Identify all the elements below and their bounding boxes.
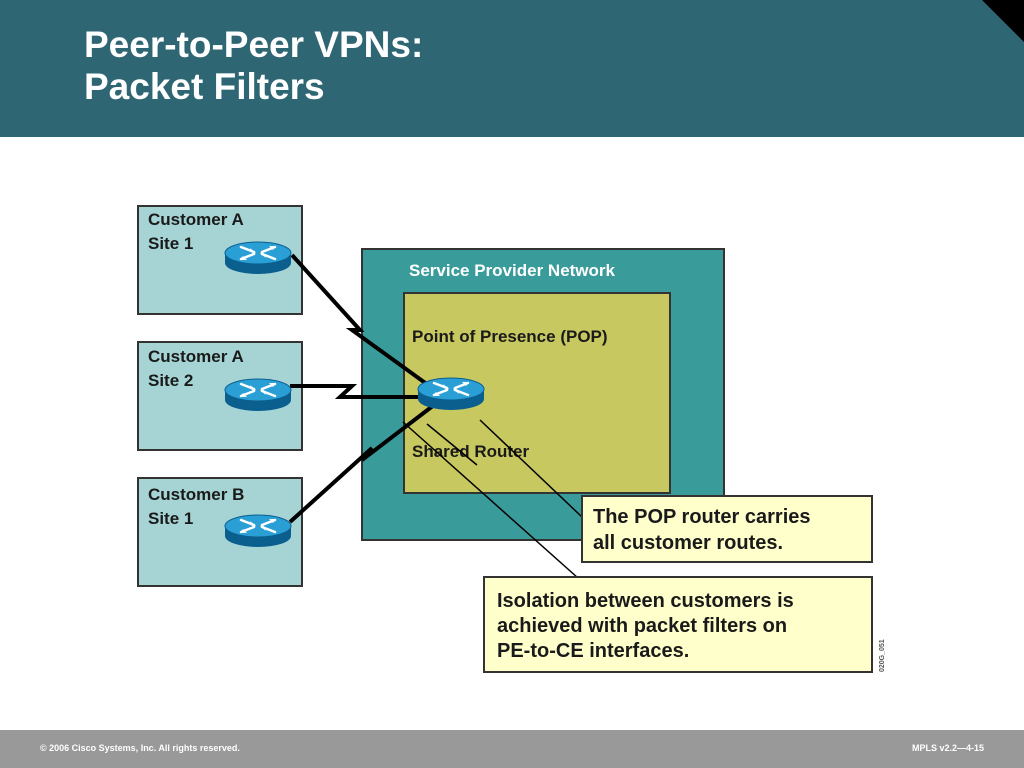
pop-label: Point of Presence (POP)	[412, 327, 608, 346]
corner-triangle	[982, 0, 1024, 42]
serial-links	[288, 253, 440, 524]
site-2-label-line-1: Customer A	[148, 347, 244, 366]
network-diagram: Customer A Site 1 Customer A Site 2 Cust…	[137, 205, 886, 673]
callout-1-line-1: The POP router carries	[593, 506, 811, 528]
figure-id: 020G_051	[879, 639, 886, 672]
site-box-customer-a-site-2: Customer A Site 2	[137, 341, 303, 451]
router-icon-site-1	[223, 240, 293, 276]
site-2-label-line-2: Site 2	[148, 371, 193, 390]
callout-2-line-2: achieved with packet filters on	[497, 615, 787, 637]
link-site-1	[290, 253, 437, 392]
site-3-label-line-2: Site 1	[148, 509, 193, 528]
title-line-1: Peer-to-Peer VPNs:	[84, 24, 424, 65]
callout-2-line-3: PE-to-CE interfaces.	[497, 640, 689, 662]
callout-isolation: Isolation between customers is achieved …	[483, 576, 873, 673]
title-line-2: Packet Filters	[84, 66, 325, 107]
slide-header: Peer-to-Peer VPNs: Packet Filters	[0, 0, 1024, 137]
provider-label: Service Provider Network	[409, 261, 616, 280]
shared-router-icon	[416, 376, 486, 412]
callout-pop-router: The POP router carries all customer rout…	[581, 495, 873, 563]
course-page-label: MPLS v2.2—4-15	[911, 743, 984, 753]
callout-2-line-1: Isolation between customers is	[497, 590, 794, 612]
site-box-customer-a-site-1: Customer A Site 1	[137, 205, 303, 315]
link-site-3	[288, 400, 440, 524]
router-icon-site-3	[223, 513, 293, 549]
router-icon-site-2	[223, 377, 293, 413]
copyright-text: © 2006 Cisco Systems, Inc. All rights re…	[40, 743, 240, 753]
link-site-2	[290, 384, 430, 399]
callout-pointers	[402, 419, 583, 579]
slide-title: Peer-to-Peer VPNs: Packet Filters	[84, 24, 423, 108]
callout-1-line-2: all customer routes.	[593, 532, 783, 554]
slide-footer: © 2006 Cisco Systems, Inc. All rights re…	[0, 730, 1024, 768]
site-3-label-line-1: Customer B	[148, 485, 244, 504]
site-1-label-line-1: Customer A	[148, 210, 244, 229]
site-1-label-line-2: Site 1	[148, 234, 193, 253]
point-of-presence: Point of Presence (POP) Shared Router	[403, 292, 671, 494]
